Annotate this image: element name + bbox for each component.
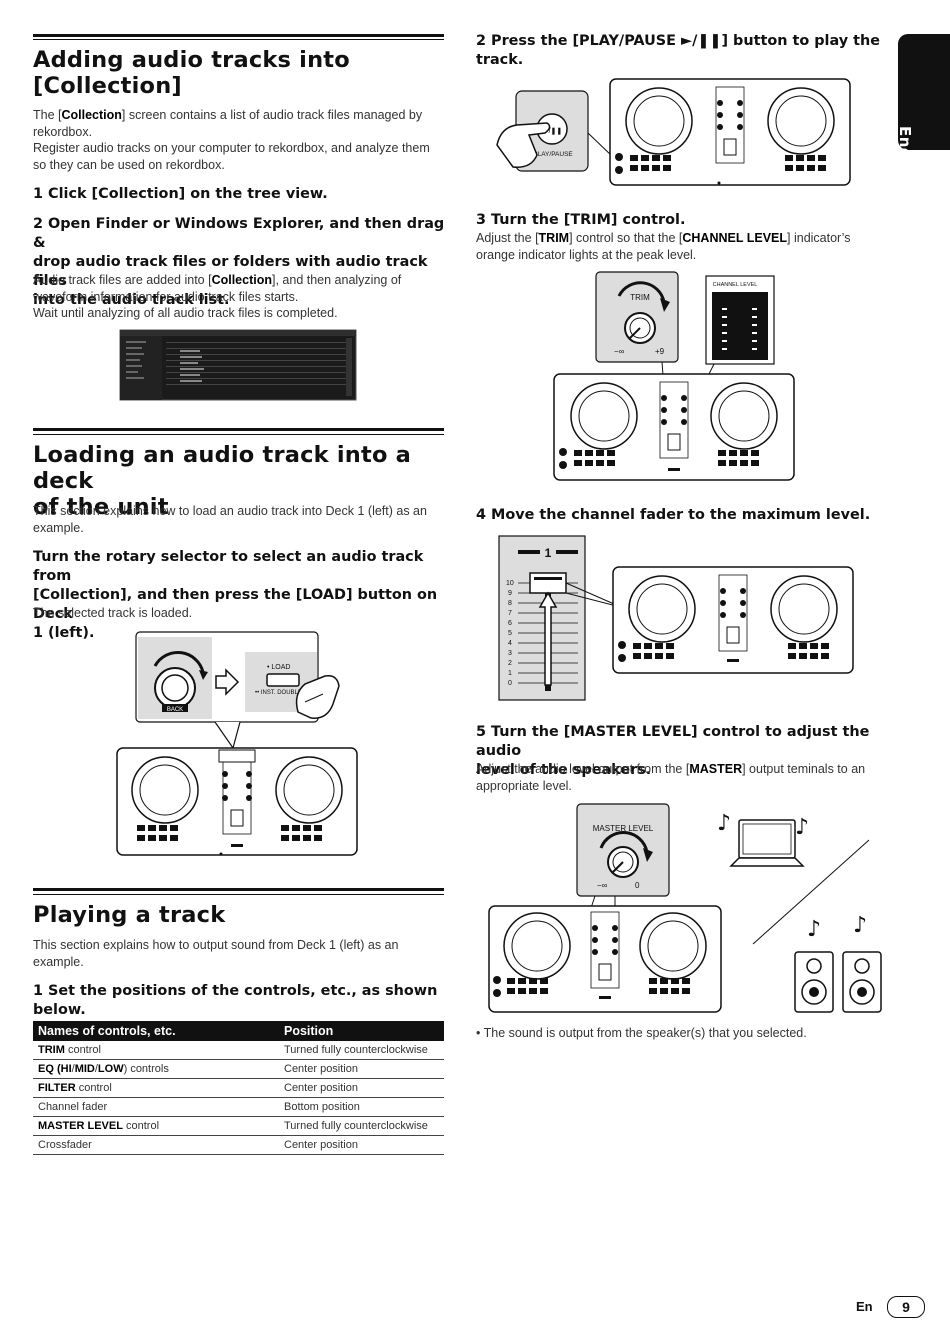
music-note-icon: ♪ (853, 913, 867, 938)
play-glyph: ►/❚❚ (542, 127, 563, 135)
scale-label: 9 (508, 590, 512, 597)
step-2-paragraph: Audio track files are added into [Collec… (33, 273, 402, 320)
scale-label: 7 (508, 610, 512, 617)
table-row: FILTER control Center position (33, 1078, 444, 1098)
loading-result-text: The selected track is loaded. (33, 606, 193, 620)
table-row: EQ (HI/MID/LOW) controls Center position (33, 1059, 444, 1079)
controller-illustration (116, 747, 358, 856)
section-rule-thin (33, 434, 444, 435)
load-label: • LOAD (267, 664, 290, 671)
table-header-row: Names of controls, etc. Position (33, 1021, 444, 1041)
music-note-icon: ♪ (717, 811, 731, 836)
table-row: MASTER LEVEL control Turned fully counte… (33, 1116, 444, 1136)
channel-level-label: CHANNEL LEVEL (713, 282, 758, 288)
play-pause-label: PLAY/PAUSE (533, 151, 573, 158)
playing-step-1-heading: 1 Set the positions of the controls, etc… (33, 983, 438, 1018)
section-adding-tracks: Adding audio tracks into[Collection] (33, 47, 444, 99)
scale-label: 5 (508, 630, 512, 637)
scale-label: 10 (506, 580, 514, 587)
table-cell: TRIM control (33, 1041, 279, 1060)
scale-label: 0 (508, 680, 512, 687)
step-2-heading: 2 Open Finder or Windows Explorer, and t… (33, 216, 445, 308)
trim-label: TRIM (630, 293, 650, 302)
trim-step-paragraph: Adjust the [TRIM] control so that the [C… (476, 231, 851, 262)
trim-max-label: +9 (655, 347, 665, 356)
master-step-heading: 5 Turn the [MASTER LEVEL] control to adj… (476, 724, 870, 778)
master-max-label: 0 (635, 881, 640, 890)
controller-illustration (612, 566, 854, 674)
section-title: Adding audio tracks into[Collection] (33, 47, 350, 99)
master-step-paragraph: Adjust the audio level output from the [… (476, 762, 866, 793)
loading-intro-paragraph: This section explains how to load an aud… (33, 504, 427, 535)
fader-step-heading: 4 Move the channel fader to the maximum … (476, 507, 871, 523)
scale-label: 2 (508, 660, 512, 667)
section-rule (33, 34, 444, 37)
section-rule (33, 888, 444, 891)
laptop-illustration (729, 819, 805, 867)
table-cell: MASTER LEVEL control (33, 1116, 279, 1136)
table-cell: Channel fader (33, 1097, 279, 1117)
channel-fader-figure: 1 10 9 8 7 6 5 4 3 2 1 0 (498, 535, 854, 701)
table-cell: Crossfader (33, 1135, 279, 1155)
controller-illustration (488, 905, 722, 1013)
intro-paragraph: The [Collection] screen contains a list … (33, 108, 430, 172)
scale-label: 3 (508, 650, 512, 657)
table-row: TRIM control Turned fully counterclockwi… (33, 1041, 444, 1060)
scale-label: 8 (508, 600, 512, 607)
trim-min-label: −∞ (614, 347, 625, 356)
play-step-2-heading: 2 Press the [PLAY/PAUSE ►/❚❚] button to … (476, 33, 881, 68)
controller-illustration (553, 373, 795, 481)
table-cell: Center position (279, 1078, 444, 1098)
rekordbox-screenshot (119, 329, 357, 401)
speaker-illustration (842, 951, 882, 1013)
table-header-name: Names of controls, etc. (33, 1021, 279, 1041)
scale-label: 4 (508, 640, 512, 647)
music-note-icon: ♪ (795, 815, 809, 840)
table-cell: Turned fully counterclockwise (279, 1041, 444, 1060)
footer-language: En (856, 1299, 873, 1314)
language-tab-label: English (896, 126, 914, 192)
back-label: BACK (167, 707, 183, 713)
trim-figure: TRIM −∞ +9 CHANNEL LEVEL (553, 271, 795, 481)
table-cell: Bottom position (279, 1097, 444, 1117)
table-cell: FILTER control (33, 1078, 279, 1098)
table-cell: EQ (HI/MID/LOW) controls (33, 1059, 279, 1079)
section-rule (33, 428, 444, 431)
play-pause-figure: ►/❚❚ PLAY/PAUSE (496, 78, 851, 186)
playing-intro-paragraph: This section explains how to output soun… (33, 938, 399, 969)
controller-illustration (609, 78, 851, 186)
master-level-label: MASTER LEVEL (593, 824, 654, 833)
table-cell: Center position (279, 1135, 444, 1155)
step-1-heading: 1 Click [Collection] on the tree view. (33, 186, 328, 202)
table-row: Crossfader Center position (33, 1135, 444, 1155)
master-level-figure: MASTER LEVEL −∞ 0 (488, 803, 882, 1013)
section-playing-track: Playing a track (33, 902, 225, 928)
scale-label: 6 (508, 620, 512, 627)
master-min-label: −∞ (597, 881, 608, 890)
scale-label: 1 (508, 670, 512, 677)
controls-table: Names of controls, etc. Position TRIM co… (33, 1021, 444, 1155)
channel-number: 1 (545, 546, 552, 560)
music-note-icon: ♪ (807, 917, 821, 942)
table-row: Channel fader Bottom position (33, 1097, 444, 1117)
loading-step-heading: Turn the rotary selector to select an au… (33, 549, 438, 641)
table-cell: Turned fully counterclockwise (279, 1116, 444, 1136)
speaker-output-note: • The sound is output from the speaker(s… (476, 1026, 807, 1040)
section-rule-thin (33, 894, 444, 895)
table-header-position: Position (279, 1021, 444, 1041)
trim-step-heading: 3 Turn the [TRIM] control. (476, 212, 686, 228)
load-figure: BACK • LOAD •• INST. DOUBLES (116, 631, 358, 856)
table-cell: Center position (279, 1059, 444, 1079)
section-title: Playing a track (33, 902, 226, 928)
language-tab: English (896, 34, 950, 191)
section-rule-thin (33, 39, 444, 40)
inst-doubles-label: •• INST. DOUBLES (255, 690, 306, 696)
page-number: 9 (887, 1296, 925, 1318)
speaker-illustration (794, 951, 834, 1013)
